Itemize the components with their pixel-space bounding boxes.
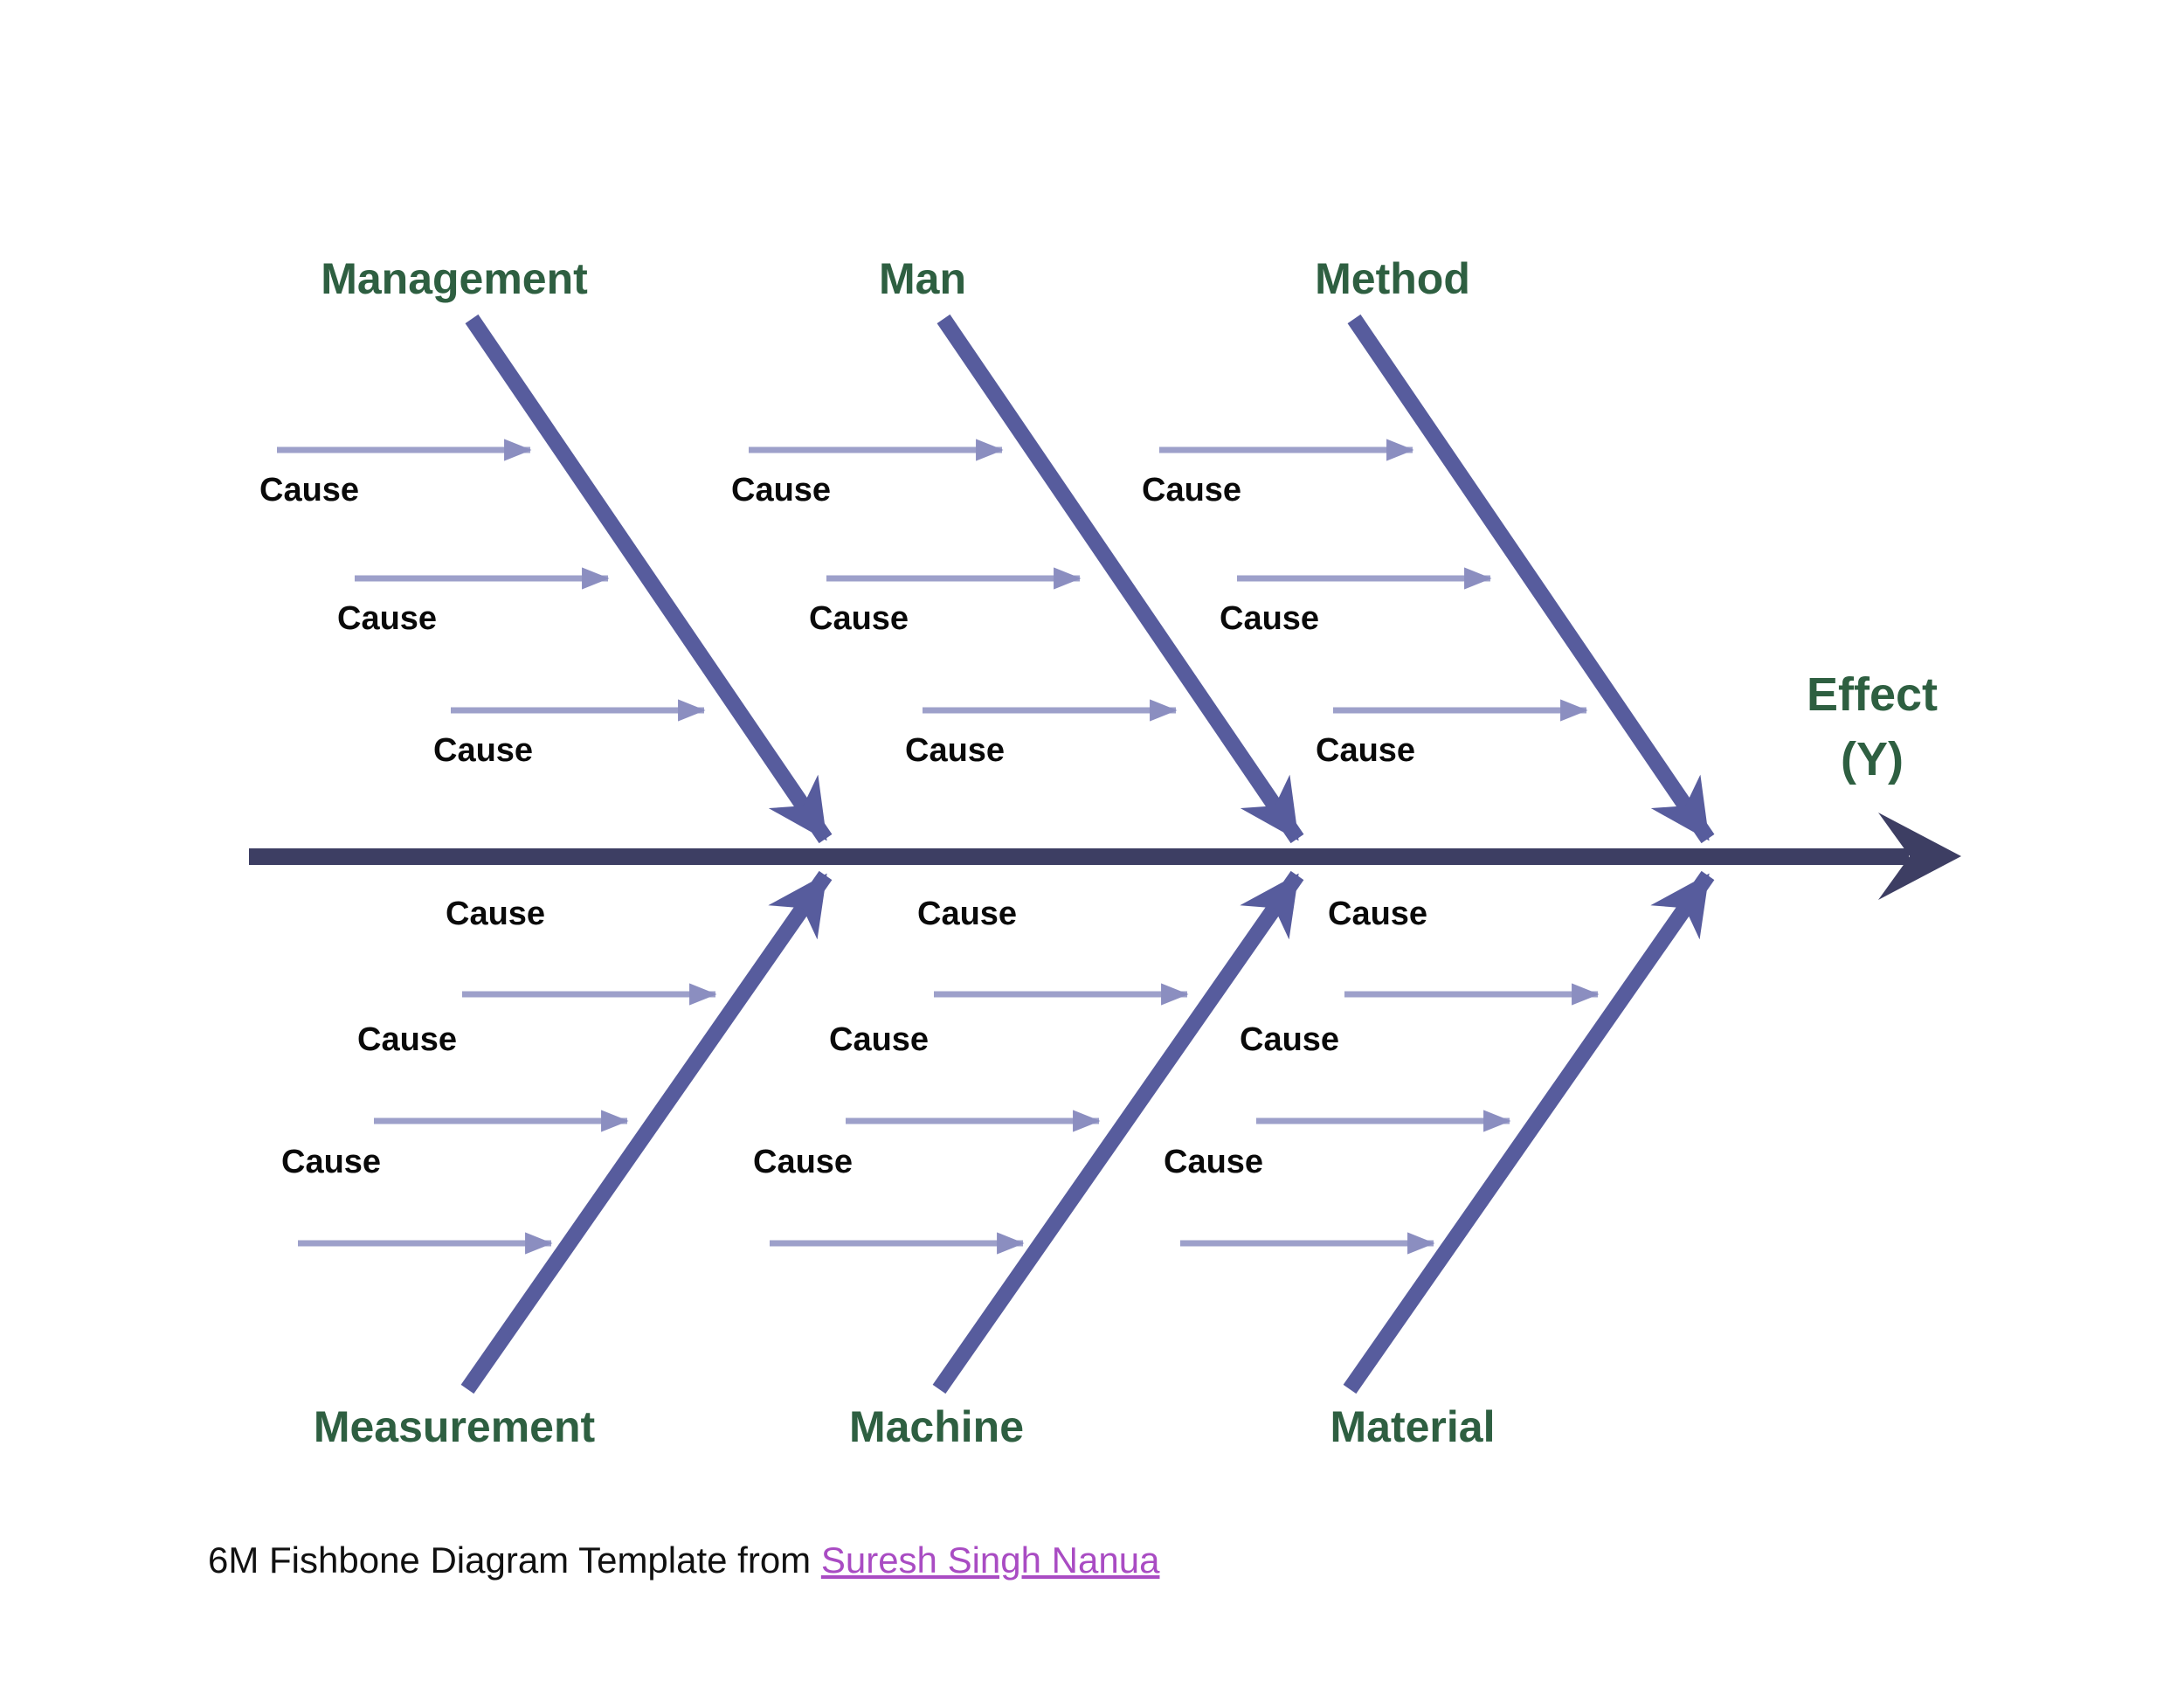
category-label-method: Method: [1315, 254, 1470, 303]
material-bone: [1343, 870, 1715, 1394]
method-bone: [1347, 314, 1715, 844]
cause-label: Cause: [357, 1021, 458, 1058]
man-bone: [936, 314, 1304, 844]
cause-label: Cause: [1316, 732, 1416, 769]
cause-label: Cause: [1240, 1021, 1340, 1058]
category-label-man: Man: [879, 254, 966, 303]
footer-caption: 6M Fishbone Diagram Template from Suresh…: [208, 1539, 1159, 1581]
cause-label: Cause: [731, 472, 832, 508]
spine-arrowhead: [1878, 813, 1961, 900]
effect-label-text: Effect: [1806, 668, 1939, 721]
cause-label: Cause: [446, 896, 546, 932]
cause-label: Cause: [829, 1021, 930, 1058]
cause-label: Cause: [281, 1144, 382, 1180]
cause-label: Cause: [917, 896, 1018, 932]
cause-label: Cause: [1164, 1144, 1264, 1180]
effect-label-sub: (Y): [1841, 733, 1904, 785]
cause-label: Cause: [809, 600, 909, 637]
cause-label: Cause: [433, 732, 534, 769]
machine-bone: [932, 870, 1304, 1394]
footer-author-link[interactable]: Suresh Singh Nanua: [820, 1539, 1160, 1581]
cause-label: Cause: [753, 1144, 854, 1180]
cause-label: Cause: [1142, 472, 1242, 508]
category-label-material: Material: [1330, 1402, 1496, 1451]
category-label-machine: Machine: [848, 1402, 1025, 1451]
cause-label: Cause: [905, 732, 1006, 769]
effect-label: Effect (Y): [1807, 662, 1938, 792]
cause-label: Cause: [1328, 896, 1428, 932]
cause-label: Cause: [1220, 600, 1320, 637]
cause-label: Cause: [259, 472, 360, 508]
cause-label: Cause: [337, 600, 438, 637]
spine-line: [249, 848, 1909, 865]
footer-caption-text: 6M Fishbone Diagram Template from: [208, 1539, 821, 1581]
management-bone: [465, 314, 833, 844]
category-label-measurement: Measurement: [313, 1402, 596, 1451]
category-label-management: Management: [321, 254, 588, 303]
measurement-bone: [460, 870, 833, 1394]
